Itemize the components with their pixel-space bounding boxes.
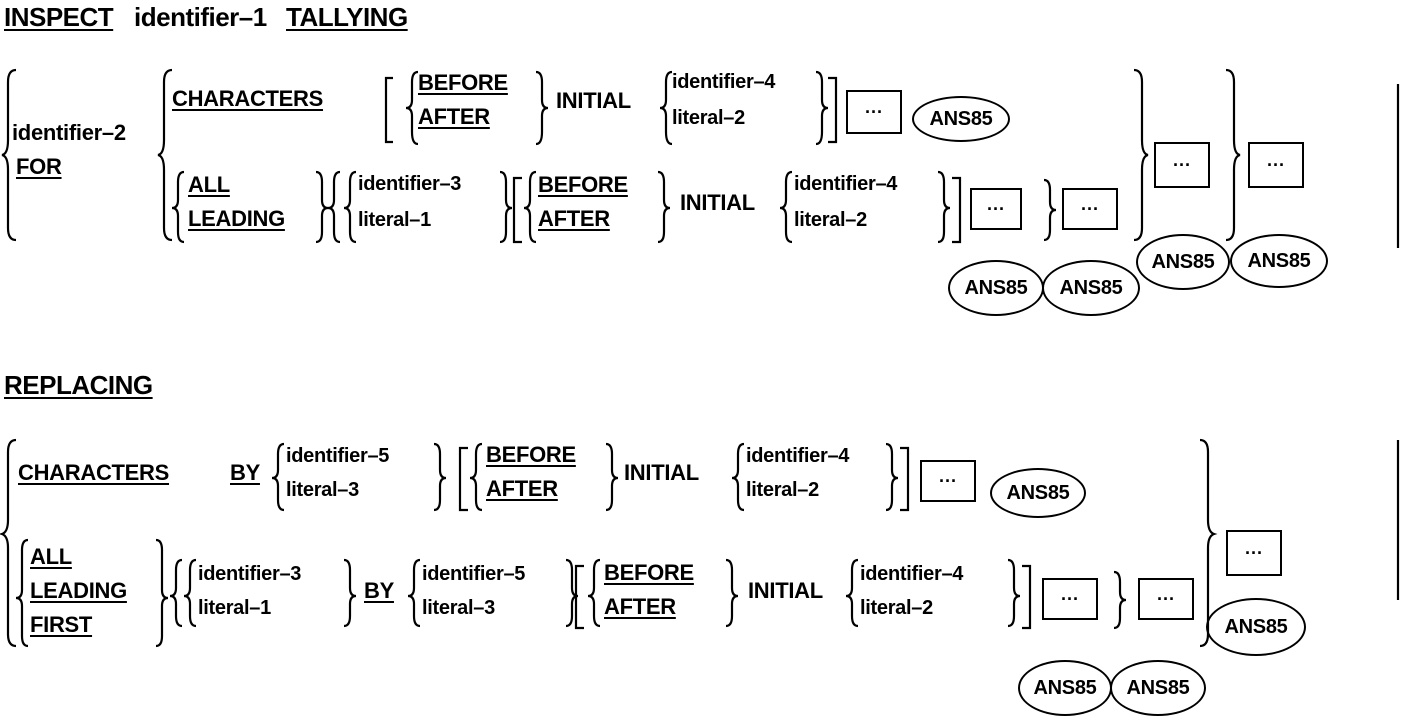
ans85-marker: ANS85 <box>1018 660 1112 716</box>
ans85-marker: ANS85 <box>990 468 1086 518</box>
literal-1: literal–1 <box>358 209 431 231</box>
repeat-ellipsis-box: ··· <box>1042 578 1098 620</box>
first-keyword: FIRST <box>30 612 93 637</box>
identifier-5: identifier–5 <box>422 563 526 585</box>
after-keyword: AFTER <box>604 594 676 619</box>
ans85-marker: ANS85 <box>912 96 1010 142</box>
before-keyword: BEFORE <box>538 172 628 197</box>
literal-1: literal–1 <box>198 597 271 619</box>
repeat-ellipsis-box: ··· <box>846 90 902 134</box>
leading-keyword: LEADING <box>188 206 285 231</box>
ans85-marker: ANS85 <box>1110 660 1206 716</box>
tallying-keyword: TALLYING <box>286 2 408 32</box>
after-keyword: AFTER <box>418 104 490 129</box>
identifier-4: identifier–4 <box>860 563 964 585</box>
identifier-4: identifier–4 <box>746 445 850 467</box>
for-keyword: FOR <box>16 154 62 179</box>
repeat-ellipsis-box: ··· <box>1138 578 1194 620</box>
initial-keyword: INITIAL <box>624 460 699 485</box>
ans85-marker: ANS85 <box>1230 234 1328 288</box>
ans85-marker: ANS85 <box>1136 234 1230 290</box>
identifier-1: identifier–1 <box>134 2 267 32</box>
initial-keyword: INITIAL <box>748 578 823 603</box>
initial-keyword: INITIAL <box>680 190 755 215</box>
repeat-ellipsis-box: ··· <box>1226 530 1282 576</box>
by-keyword: BY <box>230 460 260 485</box>
identifier-3: identifier–3 <box>358 173 462 195</box>
before-keyword: BEFORE <box>418 70 508 95</box>
repeat-ellipsis-box: ··· <box>970 188 1022 230</box>
after-keyword: AFTER <box>486 476 558 501</box>
ans85-marker: ANS85 <box>1206 598 1306 656</box>
after-keyword: AFTER <box>538 206 610 231</box>
literal-2: literal–2 <box>746 479 819 501</box>
literal-2: literal–2 <box>860 597 933 619</box>
identifier-4: identifier–4 <box>794 173 898 195</box>
characters-keyword: CHARACTERS <box>18 460 170 485</box>
repeat-ellipsis-box: ··· <box>1154 142 1210 188</box>
all-keyword: ALL <box>30 544 72 569</box>
all-keyword: ALL <box>188 172 230 197</box>
initial-keyword: INITIAL <box>556 88 631 113</box>
literal-2: literal–2 <box>672 107 745 129</box>
before-keyword: BEFORE <box>604 560 694 585</box>
repeat-ellipsis-box: ··· <box>1248 142 1304 188</box>
identifier-4: identifier–4 <box>672 71 776 93</box>
leading-keyword: LEADING <box>30 578 127 603</box>
identifier-3: identifier–3 <box>198 563 302 585</box>
repeat-ellipsis-box: ··· <box>1062 188 1118 230</box>
ans85-marker: ANS85 <box>1042 260 1140 316</box>
identifier-2: identifier–2 <box>12 120 126 145</box>
replacing-keyword: REPLACING <box>4 370 153 400</box>
by-keyword: BY <box>364 578 394 603</box>
characters-keyword: CHARACTERS <box>172 86 324 111</box>
repeat-ellipsis-box: ··· <box>920 460 976 502</box>
inspect-keyword: INSPECT <box>4 2 114 32</box>
literal-2: literal–2 <box>794 209 867 231</box>
literal-3: literal–3 <box>286 479 359 501</box>
identifier-5: identifier–5 <box>286 445 390 467</box>
literal-3: literal–3 <box>422 597 495 619</box>
before-keyword: BEFORE <box>486 442 576 467</box>
ans85-marker: ANS85 <box>948 260 1044 316</box>
